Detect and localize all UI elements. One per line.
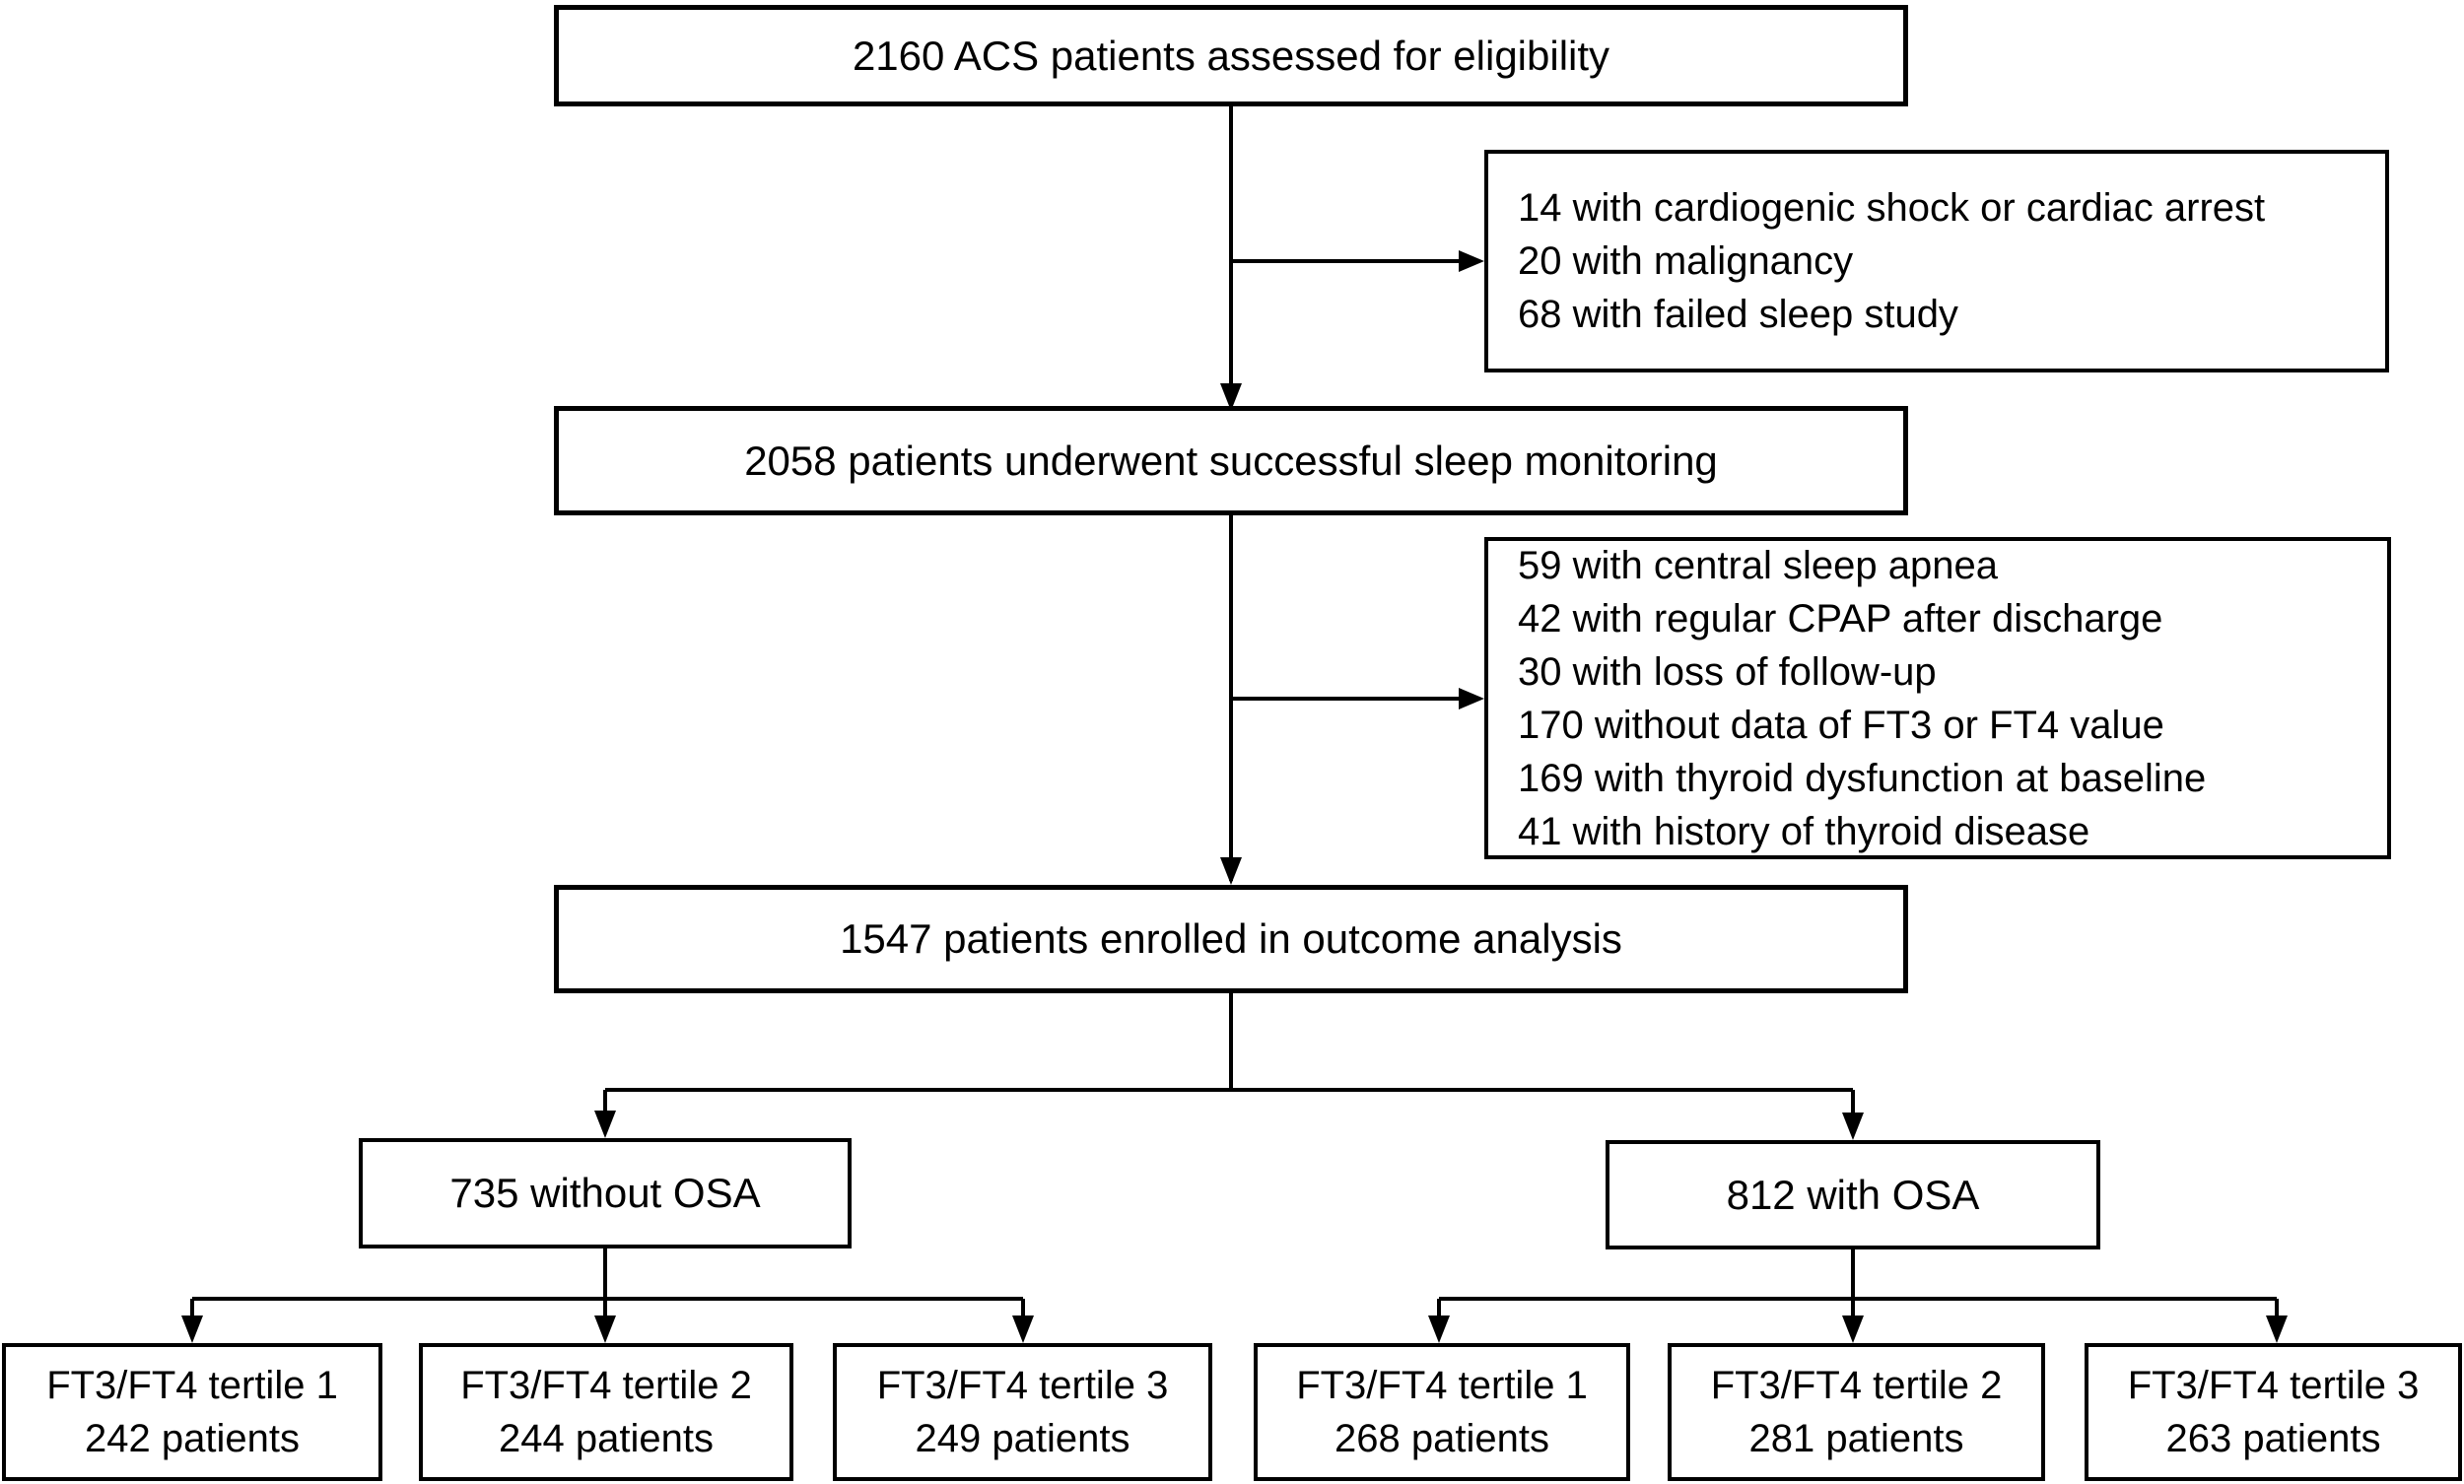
tertile-count: 268 patients bbox=[1335, 1417, 1549, 1460]
exclusion-item: 170 without data of FT3 or FT4 value bbox=[1518, 703, 2164, 747]
arrowhead-into-t3 bbox=[1428, 1315, 1450, 1343]
tertile-count: 244 patients bbox=[499, 1417, 714, 1460]
box-eligibility: 2160 ACS patients assessed for eligibili… bbox=[554, 5, 1908, 106]
exclusion-item: 30 with loss of follow-up bbox=[1518, 649, 1937, 694]
exclusion-item: 169 with thyroid dysfunction at baseline bbox=[1518, 756, 2207, 800]
arrowhead-into-noosa bbox=[594, 1111, 616, 1138]
exclusion-item: 42 with regular CPAP after discharge bbox=[1518, 596, 2163, 641]
box-without-osa: 735 without OSA bbox=[359, 1138, 852, 1248]
arrowhead-into-osa bbox=[1842, 1113, 1864, 1140]
tertile-label: FT3/FT4 tertile 1 bbox=[1296, 1364, 1588, 1407]
tertile-label: FT3/FT4 tertile 2 bbox=[460, 1364, 752, 1407]
box-outcome-analysis: 1547 patients enrolled in outcome analys… bbox=[554, 885, 1908, 993]
arrowhead-into-t5 bbox=[2266, 1315, 2288, 1343]
box-osa-tertile-2: FT3/FT4 tertile 2 281 patients bbox=[1668, 1343, 2045, 1481]
tertile-count: 281 patients bbox=[1748, 1417, 1964, 1460]
tertile-label: FT3/FT4 tertile 3 bbox=[2127, 1364, 2420, 1407]
box-exclusion-2: 59 with central sleep apnea 42 with regu… bbox=[1484, 537, 2391, 859]
box-noosa-tertile-3: FT3/FT4 tertile 3 249 patients bbox=[833, 1343, 1212, 1481]
tertile-label: FT3/FT4 tertile 2 bbox=[1710, 1364, 2003, 1407]
tertile-label: FT3/FT4 tertile 3 bbox=[876, 1364, 1169, 1407]
arrowhead-into-outcome bbox=[1220, 857, 1242, 885]
sleep-monitoring-text: 2058 patients underwent successful sleep… bbox=[744, 437, 1718, 484]
box-exclusion-1: 14 with cardiogenic shock or cardiac arr… bbox=[1484, 150, 2389, 372]
exclusion-item: 59 with central sleep apnea bbox=[1518, 543, 1998, 587]
box-noosa-tertile-1: FT3/FT4 tertile 1 242 patients bbox=[2, 1343, 382, 1481]
arrowhead-into-exclusion2 bbox=[1459, 688, 1484, 709]
with-osa-text: 812 with OSA bbox=[1726, 1171, 1980, 1218]
tertile-count: 249 patients bbox=[915, 1417, 1130, 1460]
tertile-count: 263 patients bbox=[2165, 1417, 2381, 1460]
tertile-count: 242 patients bbox=[85, 1417, 300, 1460]
box-osa-tertile-1: FT3/FT4 tertile 1 268 patients bbox=[1254, 1343, 1630, 1481]
arrowhead-into-exclusion1 bbox=[1459, 250, 1484, 272]
without-osa-text: 735 without OSA bbox=[449, 1170, 761, 1216]
arrowhead-into-sleep bbox=[1220, 383, 1242, 411]
box-noosa-tertile-2: FT3/FT4 tertile 2 244 patients bbox=[419, 1343, 793, 1481]
exclusion-item: 68 with failed sleep study bbox=[1518, 293, 1958, 336]
box-sleep-monitoring: 2058 patients underwent successful sleep… bbox=[554, 406, 1908, 515]
exclusion-item: 14 with cardiogenic shock or cardiac arr… bbox=[1518, 186, 2266, 230]
eligibility-text: 2160 ACS patients assessed for eligibili… bbox=[852, 32, 1610, 79]
arrowhead-into-t4 bbox=[1842, 1315, 1864, 1343]
tertile-label: FT3/FT4 tertile 1 bbox=[46, 1364, 338, 1407]
exclusion-item: 20 with malignancy bbox=[1518, 239, 1854, 283]
arrowhead-into-t2 bbox=[1012, 1315, 1034, 1343]
exclusion-item: 41 with history of thyroid disease bbox=[1518, 809, 2090, 853]
arrowhead-into-t0 bbox=[181, 1315, 203, 1343]
box-with-osa: 812 with OSA bbox=[1606, 1140, 2100, 1249]
outcome-text: 1547 patients enrolled in outcome analys… bbox=[840, 915, 1622, 962]
arrowhead-into-t1 bbox=[594, 1315, 616, 1343]
box-osa-tertile-3: FT3/FT4 tertile 3 263 patients bbox=[2085, 1343, 2462, 1481]
